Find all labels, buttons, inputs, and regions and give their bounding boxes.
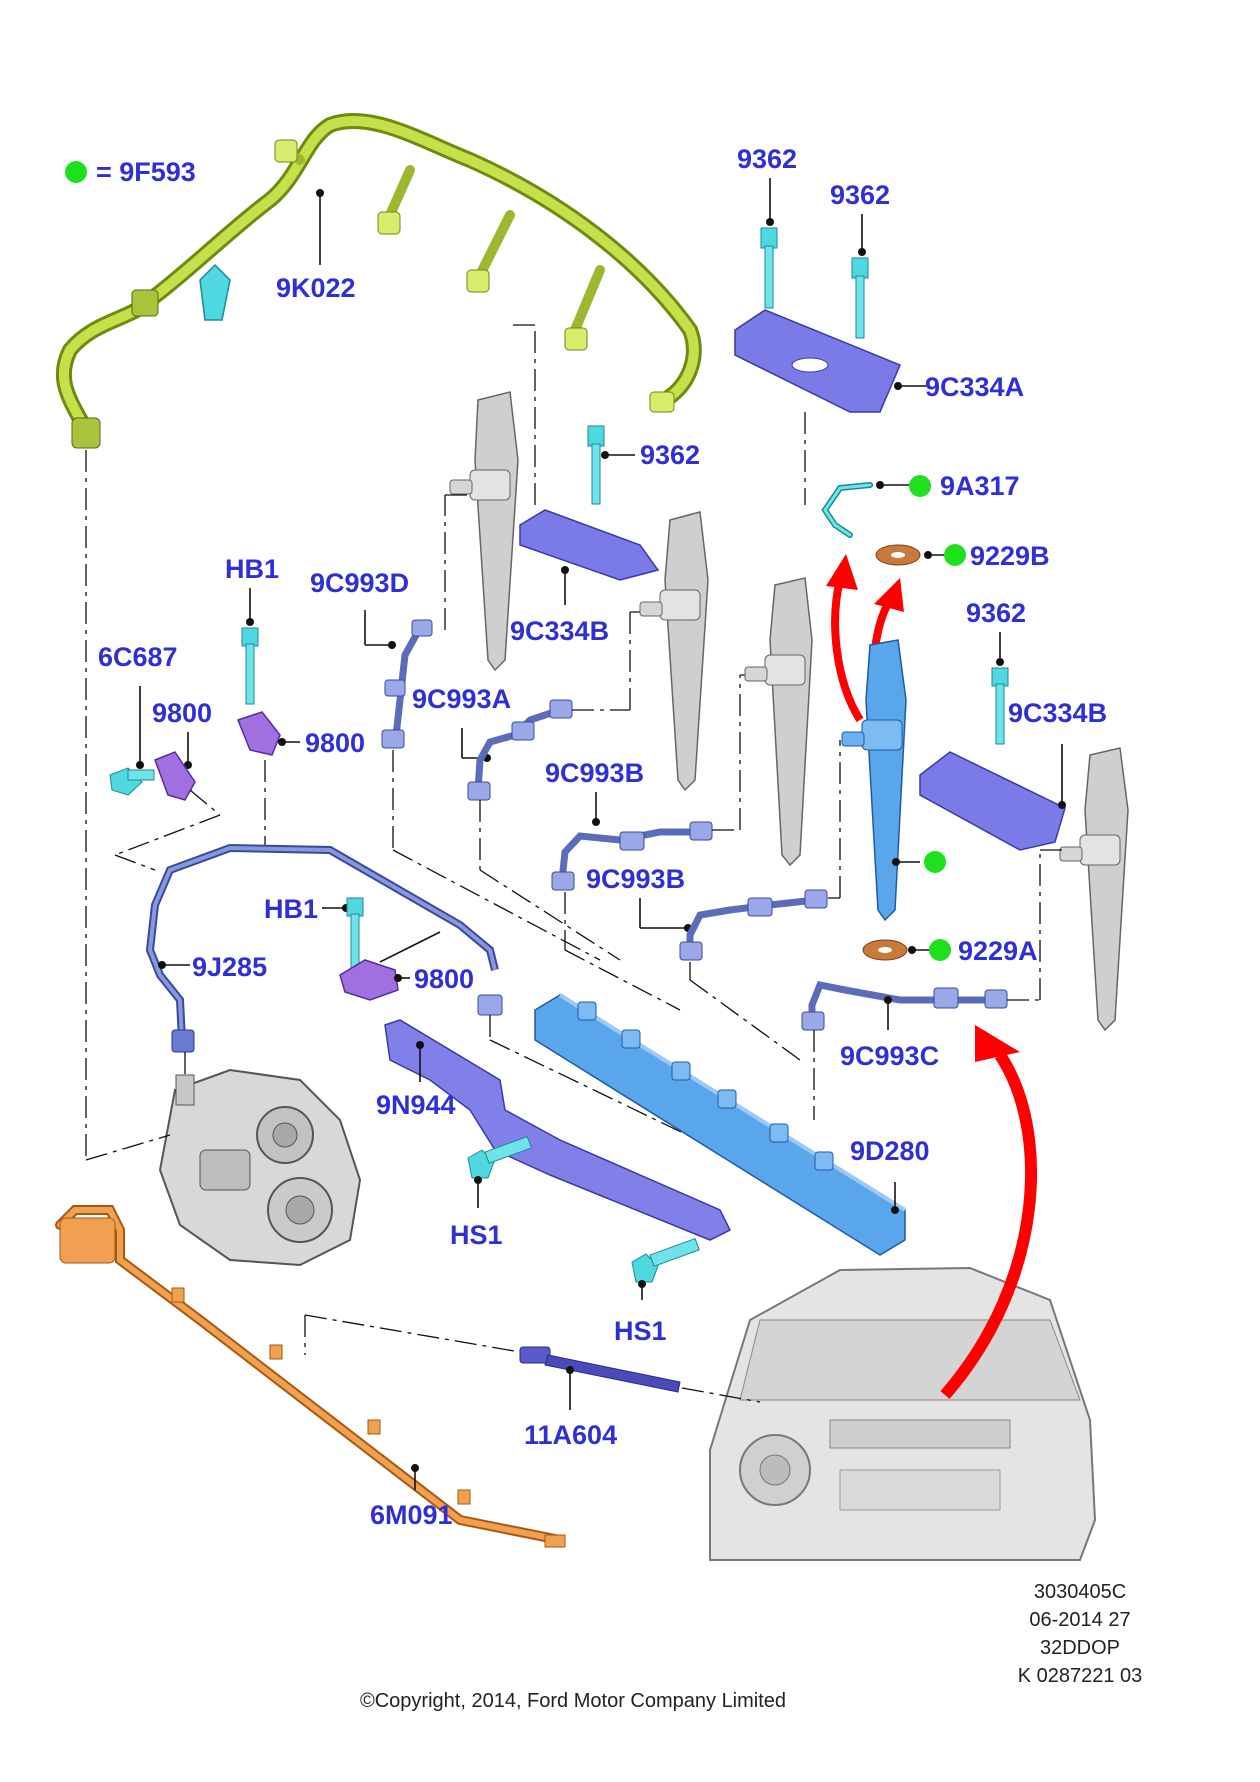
clip-9800-upper: 9800 bbox=[237, 711, 365, 845]
sensor-11a604: 11A604 bbox=[519, 1346, 761, 1450]
pipe-9c993b-upper: 9C993B bbox=[545, 674, 758, 1011]
clamp-9c334a-group: 9362 9362 9C334A bbox=[734, 144, 1024, 505]
legend: = 9F593 bbox=[65, 157, 196, 187]
new-part-dot-icon bbox=[944, 544, 966, 566]
label-9d280: 9D280 bbox=[850, 1136, 930, 1166]
label-hb1-b: HB1 bbox=[264, 894, 318, 924]
label-9c993b-a: 9C993B bbox=[545, 758, 644, 788]
bolt-hs1-right: HS1 bbox=[614, 1237, 700, 1346]
bracket-6c687: 6C687 bbox=[98, 642, 178, 796]
label-hs1-a: HS1 bbox=[450, 1220, 503, 1250]
high-pressure-fuel-pump bbox=[158, 1068, 362, 1267]
label-9c993c: 9C993C bbox=[840, 1041, 939, 1071]
label-9c993d: 9C993D bbox=[310, 568, 409, 598]
engine-block bbox=[709, 1266, 1097, 1561]
label-9c334a: 9C334A bbox=[925, 372, 1024, 402]
injector-1 bbox=[449, 324, 536, 672]
legend-green-dot-icon bbox=[65, 161, 87, 183]
doc-code: K 0287221 03 bbox=[1017, 1665, 1143, 1687]
clip-9800-left: 9800 bbox=[114, 698, 221, 871]
label-9j285: 9J285 bbox=[192, 952, 267, 982]
label-hs1-b: HS1 bbox=[614, 1316, 667, 1346]
label-9c993b-b: 9C993B bbox=[586, 864, 685, 894]
label-9c993a: 9C993A bbox=[412, 684, 511, 714]
clamp-9c334b-right: 9362 9C334B bbox=[919, 598, 1107, 851]
model-code: 32DDOP bbox=[1039, 1637, 1121, 1659]
label-9362-b: 9362 bbox=[830, 180, 890, 210]
injector-5 bbox=[1059, 747, 1129, 1032]
label-9n944: 9N944 bbox=[376, 1090, 456, 1120]
pipe-9c993a: 9C993A bbox=[412, 611, 655, 961]
installation-arrow bbox=[940, 1025, 1038, 1399]
washer-9229b: 9229B bbox=[875, 541, 1050, 571]
label-9c334b-a: 9C334B bbox=[510, 616, 609, 646]
injector-3 bbox=[744, 577, 813, 867]
new-part-dot-icon bbox=[924, 851, 946, 873]
new-part-dot-icon bbox=[909, 475, 931, 497]
label-9362-a: 9362 bbox=[737, 144, 797, 174]
ref-code: 3030405C bbox=[1033, 1581, 1127, 1603]
bracket-9n944: 9N944 bbox=[376, 1019, 732, 1241]
bolt-hs1-left: HS1 bbox=[450, 1135, 533, 1250]
label-9800-c: 9800 bbox=[414, 964, 474, 994]
document-reference-block: 3030405C 06-2014 27 32DDOP K 0287221 03 bbox=[1000, 1578, 1160, 1690]
label-9k022: 9K022 bbox=[276, 273, 356, 303]
label-9362-c: 9362 bbox=[640, 440, 700, 470]
bolt-hb1-lower: HB1 bbox=[264, 894, 364, 973]
label-9a317: 9A317 bbox=[940, 471, 1020, 501]
injector-2 bbox=[639, 511, 709, 792]
pipe-9c993b-lower: 9C993B bbox=[586, 740, 841, 1061]
clip-9800-lower: 9800 bbox=[339, 931, 474, 1001]
harness-6m091: 6M091 bbox=[55, 1205, 566, 1548]
label-6c687: 6C687 bbox=[98, 642, 178, 672]
label-9229a: 9229A bbox=[958, 936, 1038, 966]
bolt-hb1-upper: HB1 bbox=[225, 554, 279, 705]
label-9800-b: 9800 bbox=[305, 728, 365, 758]
label-9362-d: 9362 bbox=[966, 598, 1026, 628]
label-11a604: 11A604 bbox=[524, 1420, 617, 1450]
label-6m091: 6M091 bbox=[370, 1500, 453, 1530]
date-code: 06-2014 27 bbox=[1029, 1609, 1131, 1631]
label-9c334b-b: 9C334B bbox=[1008, 698, 1107, 728]
pipe-9c993d: 9C993D bbox=[310, 494, 601, 961]
return-pipe-9a317: 9A317 bbox=[821, 471, 1020, 538]
clamp-9c334b-upper: 9362 9C334B bbox=[510, 425, 700, 646]
injector-harness-9k022: 9K022 bbox=[55, 113, 702, 449]
label-hb1-a: HB1 bbox=[225, 554, 279, 584]
new-part-dot-icon bbox=[929, 939, 951, 961]
washer-9229a: 9229A bbox=[862, 936, 1038, 966]
pipe-9c993c: 9C993C bbox=[801, 849, 1062, 1120]
injector-4-new bbox=[841, 639, 946, 922]
fuel-rail-9d280: 9D280 bbox=[534, 993, 930, 1256]
copyright-text: ©Copyright, 2014, Ford Motor Company Lim… bbox=[360, 1690, 787, 1712]
label-9229b: 9229B bbox=[970, 541, 1050, 571]
legend-text: = 9F593 bbox=[96, 157, 196, 187]
label-9800-a: 9800 bbox=[152, 698, 212, 728]
